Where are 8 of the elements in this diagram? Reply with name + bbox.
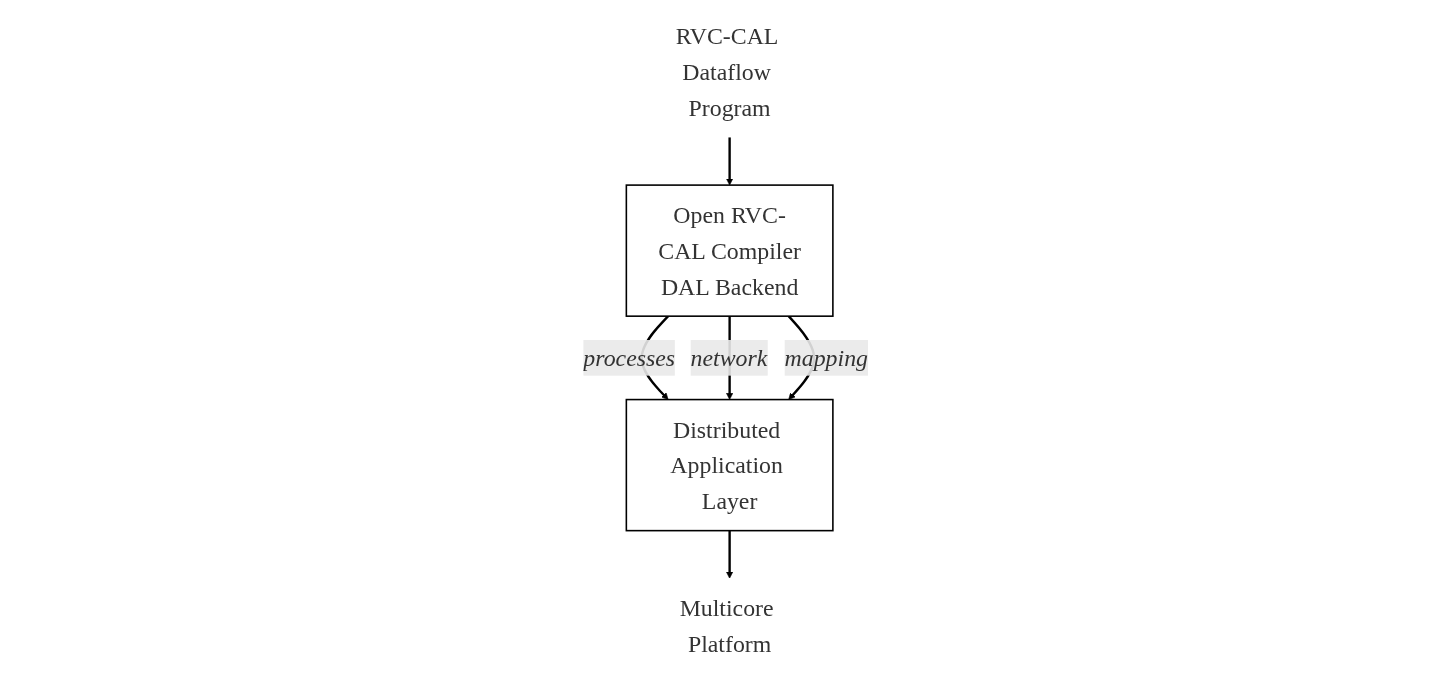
arrow [726,137,734,186]
edge-label: network [690,344,768,371]
edge-label: mapping [784,344,869,371]
node-text: Multicore Platform [679,594,774,657]
node-text: RVC-CAL Dataflow Program [676,23,778,121]
node-box: Distributed Application Layer [625,398,835,532]
arrow [726,530,734,579]
node-box: Open RVC-CAL Compiler DAL Backend [625,184,835,317]
